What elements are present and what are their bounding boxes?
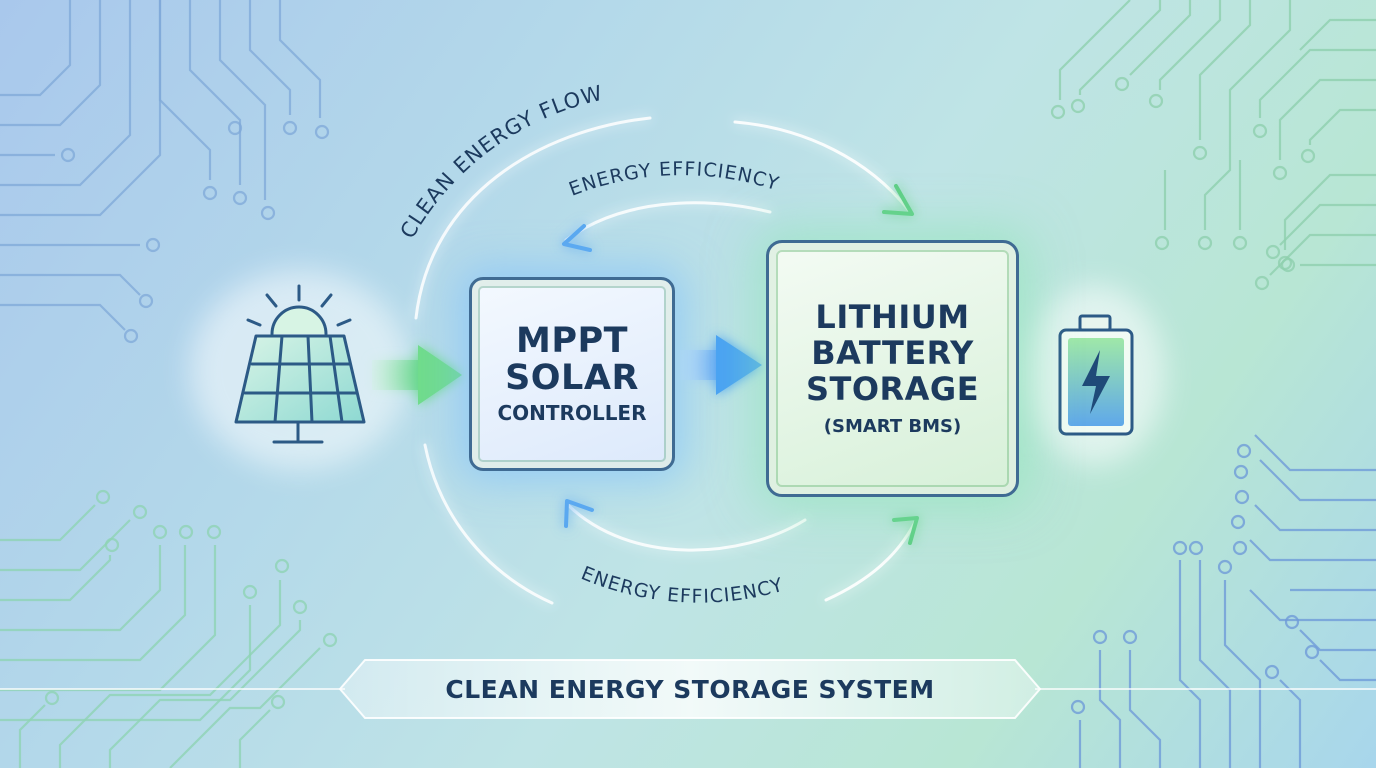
mppt-controller-box: MPPT SOLAR CONTROLLER: [469, 277, 675, 471]
arrow-solar-to-mppt: [372, 345, 462, 405]
label-clean-energy-flow: CLEAN ENERGY FLOW: [396, 81, 606, 243]
arrowhead-top-right: [882, 184, 914, 216]
circuit-traces-bottom-left: [0, 489, 338, 768]
circuit-traces-bottom-right: [1070, 434, 1376, 768]
battery-icon: [1058, 314, 1134, 436]
label-energy-efficiency-bottom: ENERGY EFFICIENCY: [578, 562, 786, 607]
cycle-arrowheads: [882, 184, 919, 545]
battery-line-1: LITHIUM: [815, 298, 970, 337]
circuit-traces-top-right: [1050, 0, 1376, 291]
arrowhead-bottom-right: [892, 516, 919, 545]
mppt-line-2: SOLAR: [505, 358, 639, 398]
title-banner-shape: [0, 659, 1376, 719]
arrow-mppt-to-battery: [680, 335, 762, 395]
battery-line-4: (SMART BMS): [823, 415, 962, 437]
cycle-arrowheads-blue: [562, 224, 594, 528]
battery-line-2: BATTERY: [811, 334, 974, 373]
outer-cycle-arcs: [414, 116, 917, 605]
arrowhead-bottom-left: [564, 499, 594, 528]
mppt-line-3: CONTROLLER: [497, 400, 647, 425]
solar-panel-icon: [234, 284, 366, 444]
label-energy-efficiency-top: ENERGY EFFICIENCY: [566, 158, 782, 201]
battery-storage-box: LITHIUM BATTERY STORAGE (SMART BMS): [766, 240, 1019, 497]
mppt-line-1: MPPT: [515, 321, 628, 362]
circuit-traces-top-left: [0, 0, 330, 344]
arrowhead-top-left: [562, 224, 592, 252]
banner-title: CLEAN ENERGY STORAGE SYSTEM: [445, 674, 935, 704]
battery-line-3: STORAGE: [805, 369, 980, 408]
